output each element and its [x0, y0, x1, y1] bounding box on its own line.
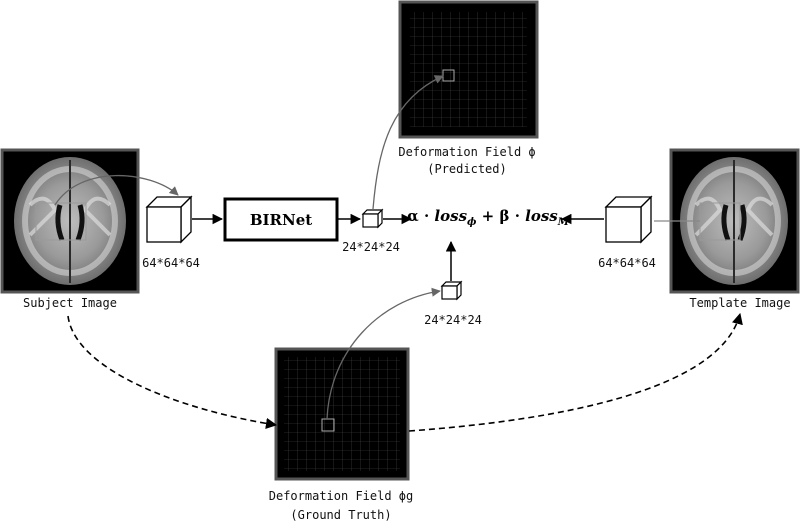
loss-subscript-phi: ϕ [467, 217, 477, 228]
ground-truth-patch-cube [440, 280, 463, 301]
template-cube-size: 64*64*64 [598, 256, 656, 270]
birnet-label: BIRNet [250, 211, 312, 229]
dot-operator-1: · [424, 207, 429, 225]
birnet-box [223, 197, 339, 242]
loss-term-1: loss [434, 207, 467, 225]
predicted-field-title: Deformation Field ϕ [398, 145, 535, 159]
subject-patch-cube [145, 195, 193, 244]
ground-truth-field-title: Deformation Field ϕg [269, 489, 414, 503]
arrow-predicted-cube-to-field [372, 75, 444, 210]
loss-term-2: loss [525, 207, 558, 225]
dot-operator-2: · [515, 207, 520, 225]
subject-image-label: Subject Image [23, 296, 117, 310]
predicted-patch-cube [361, 208, 384, 229]
arrow-gt-field-to-cube [326, 287, 441, 420]
plus-operator: + [482, 207, 495, 225]
alpha-symbol: α [407, 207, 419, 225]
dashed-arrow-gt-field-to-template [408, 312, 743, 432]
ground-truth-deformation-field [274, 347, 410, 481]
template-image-label: Template Image [689, 296, 790, 310]
subject-image [0, 148, 140, 294]
ground-truth-cube-size: 24*24*24 [424, 313, 482, 327]
template-patch-cube [604, 195, 653, 244]
predicted-cube-size: 24*24*24 [342, 240, 400, 254]
loss-formula: α · lossϕ + β · lossM [407, 207, 570, 229]
beta-symbol: β [499, 207, 509, 225]
predicted-deformation-field [398, 0, 539, 139]
arrow-subject-patch-to-cube [54, 174, 179, 206]
predicted-field-subtitle: (Predicted) [427, 162, 506, 176]
ground-truth-field-subtitle: (Ground Truth) [290, 508, 391, 522]
dashed-arrow-subject-to-gt-field [67, 315, 278, 429]
subject-cube-size: 64*64*64 [142, 256, 200, 270]
